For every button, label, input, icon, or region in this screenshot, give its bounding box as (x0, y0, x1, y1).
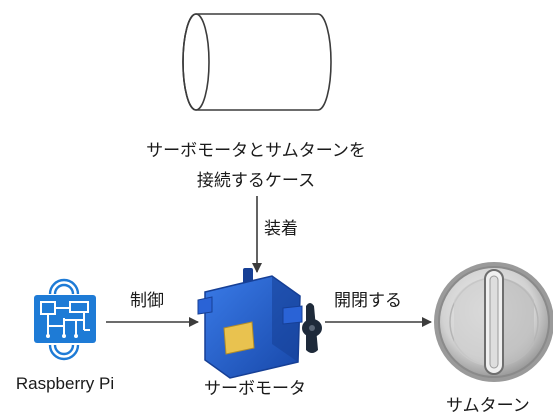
case-label-line2: 接続するケース (196, 171, 316, 191)
open-close-label: 開閉する (334, 291, 402, 311)
thumb-turn-label: サムターン (446, 396, 530, 416)
cylinder-icon (182, 13, 332, 111)
case-label-line1: サーボモータとサムターンを (146, 141, 366, 161)
attach-label: 装着 (264, 219, 298, 239)
servo-motor-label: サーボモータ (204, 379, 306, 399)
circuit-board-icon (34, 278, 96, 361)
thumb-turn-knob-icon (434, 262, 553, 382)
raspberry-pi-label: Raspberry Pi (15, 374, 115, 393)
control-label: 制御 (130, 291, 164, 311)
servo-motor-icon (197, 268, 322, 379)
